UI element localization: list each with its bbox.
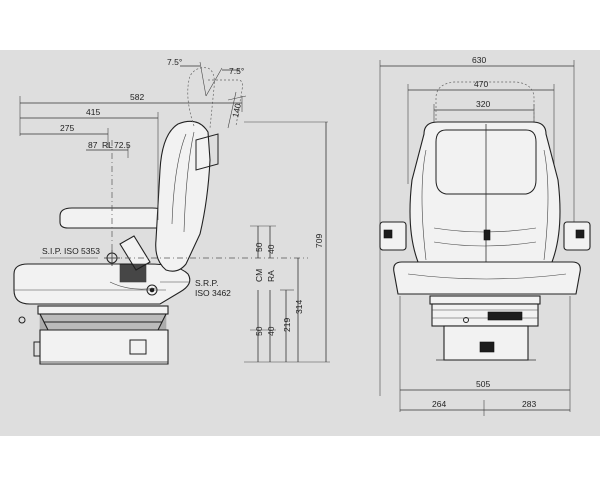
side-backrest-seam-2 xyxy=(183,131,195,233)
side-mechanism xyxy=(109,235,158,296)
side-mech-block xyxy=(119,263,147,283)
side-bellows-shade xyxy=(39,313,167,331)
dim-582-ext xyxy=(19,96,243,136)
dim-582: 582 xyxy=(130,92,144,102)
dim-314: 314 xyxy=(294,300,304,314)
side-vertical-dims xyxy=(244,121,330,363)
front-backrest-side-seams xyxy=(421,149,549,261)
side-knob xyxy=(129,339,147,355)
side-base-plate-top xyxy=(37,305,169,315)
side-pivot xyxy=(146,284,158,296)
side-pivot-center xyxy=(149,287,155,293)
side-horizontal-dims xyxy=(19,61,247,220)
side-recline-lever xyxy=(119,235,151,271)
side-backrest-seam xyxy=(171,133,187,225)
side-suspension xyxy=(18,305,169,365)
dim-angle-lines xyxy=(180,65,240,71)
side-armrest xyxy=(59,207,171,229)
front-right-armrest-pad xyxy=(575,229,585,239)
dim-cm-label: CM xyxy=(254,269,264,282)
dim-140-line xyxy=(227,91,247,129)
dim-cm-lower: 50 xyxy=(254,326,264,336)
srp-label-line2: ISO 3462 xyxy=(195,288,231,298)
front-base-top xyxy=(429,295,541,305)
side-backrest xyxy=(155,67,243,272)
dim-470: 470 xyxy=(474,79,488,89)
dim-angle-right: 7.5° xyxy=(229,66,244,76)
side-view: S.I.P. ISO 5353 S.R.P. ISO 3462 7.5° 7. xyxy=(13,57,330,365)
sip-label: S.I.P. ISO 5353 xyxy=(42,246,100,256)
srp-marker xyxy=(111,140,308,283)
dim-264: 264 xyxy=(432,399,446,409)
front-suspension xyxy=(429,295,541,361)
front-cushion xyxy=(393,261,581,295)
front-backrest-buckle xyxy=(483,229,491,241)
dim-rl: RL xyxy=(102,140,113,150)
dim-ra-lower: 40 xyxy=(266,326,276,336)
front-slide-handle xyxy=(487,311,523,321)
dim-505: 505 xyxy=(476,379,490,389)
dim-angle-rays xyxy=(199,61,223,97)
front-view: 630 470 320 xyxy=(379,55,591,416)
front-left-armrest-pad xyxy=(383,229,393,239)
front-backrest-shell xyxy=(409,121,561,263)
dim-505-ext xyxy=(399,296,571,412)
dim-cm-ra-ext xyxy=(250,225,276,331)
dim-275: 275 xyxy=(60,123,74,133)
dim-angle-left: 7.5° xyxy=(167,57,182,67)
side-lever xyxy=(33,341,41,357)
dim-ra-upper: 40 xyxy=(266,244,276,254)
front-bottom-dims xyxy=(399,296,571,416)
front-left-armrest xyxy=(379,221,407,251)
side-rail-end xyxy=(18,316,26,324)
front-armrests xyxy=(379,221,591,251)
front-seat-cushion xyxy=(393,261,581,295)
side-suspension-box xyxy=(39,329,169,365)
dim-ra-label: RA xyxy=(266,270,276,282)
side-lower-cushion xyxy=(13,263,191,305)
srp-label-line1: S.R.P. xyxy=(195,278,218,288)
front-top-dims xyxy=(379,60,575,396)
dim-cm-upper: 50 xyxy=(254,242,264,252)
side-headrest-outline xyxy=(187,67,215,129)
dim-415: 415 xyxy=(86,107,100,117)
dim-630: 630 xyxy=(472,55,486,65)
dim-140: 140 xyxy=(230,102,243,118)
dim-320: 320 xyxy=(476,99,490,109)
front-cushion-seam xyxy=(407,273,567,280)
dim-87: 87 xyxy=(88,140,98,150)
front-backrest-top-panel xyxy=(435,129,537,195)
side-lumbar xyxy=(195,133,219,171)
front-backrest xyxy=(409,121,561,266)
front-adjust-knob xyxy=(463,317,469,323)
dim-219: 219 xyxy=(282,318,292,332)
dim-283: 283 xyxy=(522,399,536,409)
front-weight-dial xyxy=(479,341,495,353)
dim-709: 709 xyxy=(314,234,324,248)
side-linkage xyxy=(109,281,157,290)
dim-72-5: 72.5 xyxy=(114,140,131,150)
